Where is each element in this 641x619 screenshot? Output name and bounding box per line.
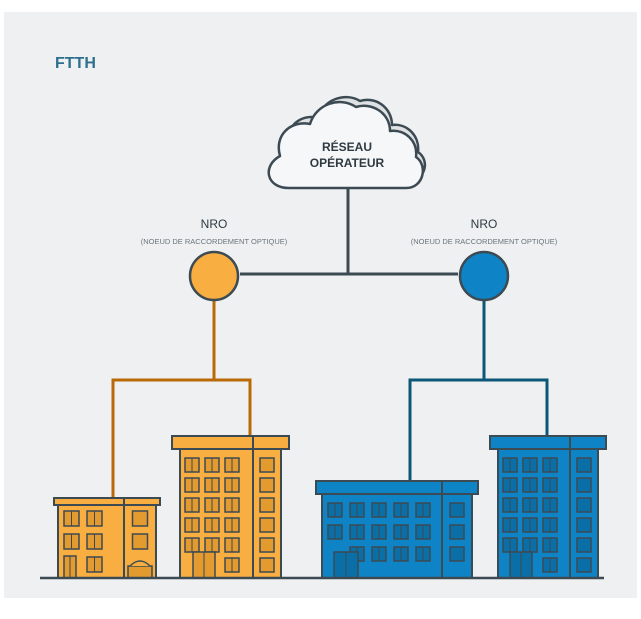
diagram-title: FTTH [55,55,96,72]
building-icon [489,435,607,579]
window [576,457,592,473]
building-icon [171,435,290,579]
window [259,537,275,553]
window [259,517,275,533]
building-roof [489,435,607,450]
window [576,517,592,533]
nro-left-sublabel: (NOEUD DE RACCORDEMENT OPTIQUE) [141,237,288,246]
nro-left-node [188,250,240,302]
window [449,524,465,540]
backbone-lines [240,188,458,276]
nro-right-sublabel: (NOEUD DE RACCORDEMENT OPTIQUE) [411,237,558,246]
window [449,502,465,518]
window [259,497,275,513]
window [576,497,592,513]
window [449,546,465,562]
building-roof [171,435,290,450]
blue-branch-lines [408,299,549,480]
window [259,557,275,573]
window [576,557,592,573]
window [576,477,592,493]
nro-right-label: NRO [471,217,498,231]
window [259,477,275,493]
building-roof [53,497,161,506]
cloud-label-line2: OPÉRATEUR [310,155,385,170]
dumpster-lid [129,560,151,567]
building-roof [315,480,479,495]
cloud-icon [267,95,427,190]
nro-right-node [458,250,510,302]
dumpster-body [127,565,153,579]
window [131,533,149,550]
building-icon [315,480,479,579]
cloud-label-line1: RÉSEAU [322,139,372,154]
orange-branch-lines [111,299,252,500]
nro-left-label: NRO [201,217,228,231]
window [259,457,275,473]
window [131,510,149,527]
window [576,537,592,553]
